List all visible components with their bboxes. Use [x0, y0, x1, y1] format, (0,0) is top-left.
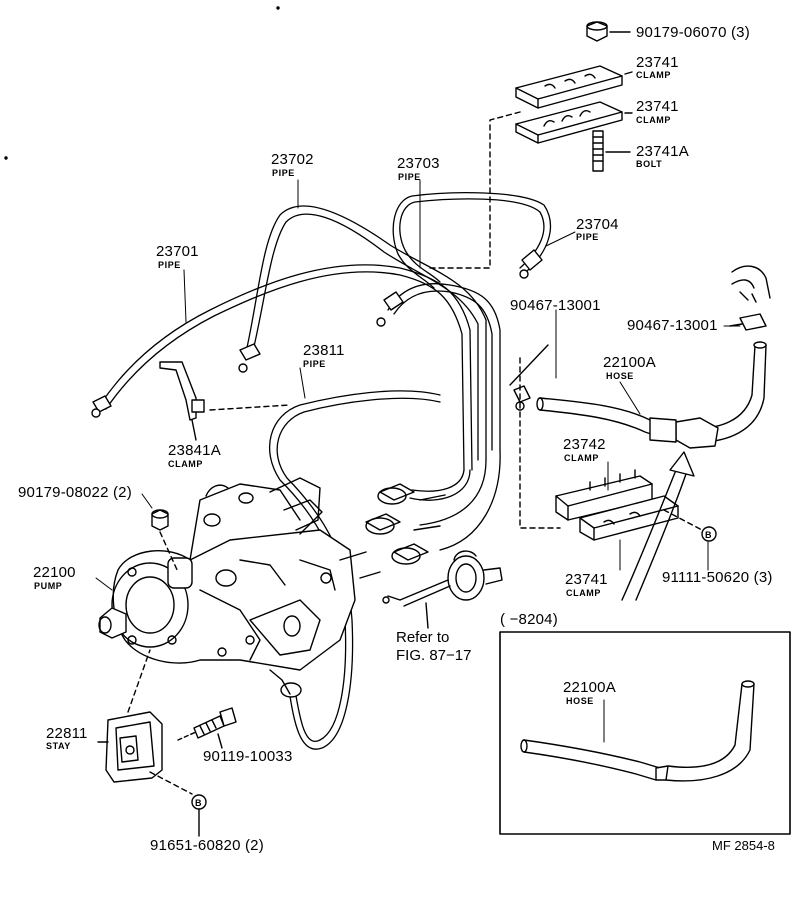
- label-23702: 23702: [271, 151, 314, 168]
- name-23702: PIPE: [272, 168, 295, 178]
- label-23741A: 23741A: [636, 143, 689, 160]
- name-23741-bottom: CLAMP: [566, 588, 601, 598]
- label-23742: 23742: [563, 436, 606, 453]
- clamp-23741-lower: [515, 101, 633, 144]
- inset-title: ( −8204): [500, 611, 558, 628]
- label-23741-lower: 23741: [636, 98, 679, 115]
- figure-code: MF 2854-8: [712, 838, 775, 853]
- name-23741A: BOLT: [636, 159, 663, 169]
- svg-text:B: B: [705, 530, 712, 540]
- clamp-23741-bottom: [579, 495, 679, 541]
- label-91651-60820: 91651-60820 (2): [150, 837, 264, 854]
- clamp-23742: [555, 469, 653, 521]
- injection-pipes: [99, 192, 552, 750]
- clamp-23841A: [159, 361, 291, 441]
- label-22100A-inset: 22100A: [563, 679, 616, 696]
- refer-text-line1: Refer to: [396, 629, 450, 646]
- refer-text-line2: FIG. 87−17: [396, 647, 472, 664]
- hose-clip-90467-b: [729, 265, 771, 331]
- nut-90179-08022: [151, 509, 179, 573]
- name-23741-lower: CLAMP: [636, 115, 671, 125]
- label-23741-upper: 23741: [636, 54, 679, 71]
- diaphragm-assembly: [382, 550, 503, 629]
- bolt-90119-10033: [177, 707, 237, 749]
- name-22100A-upper: HOSE: [606, 371, 634, 381]
- name-23701: PIPE: [158, 260, 181, 270]
- name-23741-upper: CLAMP: [636, 70, 671, 80]
- stray-mark: [276, 6, 280, 10]
- hose-22100A-upper: [536, 341, 767, 449]
- injection-pump-22100: [98, 477, 356, 695]
- dashed-leader-clamps: [519, 357, 561, 529]
- bolt-23741A: [592, 130, 631, 172]
- label-90179-08022: 90179-08022 (2): [18, 484, 132, 501]
- name-23811: PIPE: [303, 359, 326, 369]
- label-23701: 23701: [156, 243, 199, 260]
- bolt-marker-91111: B: [701, 526, 717, 542]
- stay-22811: [97, 649, 193, 795]
- pipe-fittings: [91, 249, 543, 698]
- label-22100: 22100: [33, 564, 76, 581]
- delivery-valves: [339, 483, 446, 579]
- name-23704: PIPE: [576, 232, 599, 242]
- name-23703: PIPE: [398, 172, 421, 182]
- label-23811: 23811: [303, 342, 345, 359]
- dashed-leader-clamp: [429, 111, 521, 269]
- clamp-23741-upper: [515, 65, 633, 109]
- label-90179-06070: 90179-06070 (3): [636, 24, 750, 41]
- label-90119-10033: 90119-10033: [203, 748, 293, 765]
- stray-mark: [4, 156, 8, 160]
- label-22100A-upper: 22100A: [603, 354, 656, 371]
- label-90467-13001-b: 90467-13001: [627, 317, 718, 334]
- svg-text:B: B: [195, 798, 202, 808]
- name-22100: PUMP: [34, 581, 63, 591]
- name-23742: CLAMP: [564, 453, 599, 463]
- label-23741-bottom: 23741: [565, 571, 608, 588]
- nut-90179-06070: [586, 21, 631, 42]
- inset-box: [499, 631, 791, 835]
- label-23841A: 23841A: [168, 442, 221, 459]
- name-23841A: CLAMP: [168, 459, 203, 469]
- hose-clip-90467-a: [509, 344, 549, 411]
- label-91111-50620: 91111-50620 (3): [662, 569, 773, 586]
- leader-lines: [95, 179, 741, 743]
- direction-arrow: [621, 451, 695, 601]
- label-23704: 23704: [576, 216, 619, 233]
- dashed-leader-bolt: [663, 509, 703, 531]
- label-23703: 23703: [397, 155, 440, 172]
- label-90467-13001-a: 90467-13001: [510, 297, 601, 314]
- bolt-marker-91651: B: [191, 794, 207, 837]
- name-22811: STAY: [46, 741, 71, 751]
- name-22100A-inset: HOSE: [566, 696, 594, 706]
- label-22811: 22811: [46, 725, 88, 742]
